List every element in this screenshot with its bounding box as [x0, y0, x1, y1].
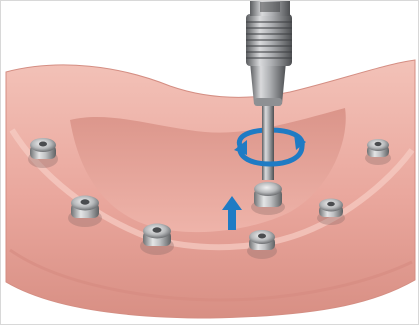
abutment-icon: [247, 230, 277, 259]
abutment-icon: [68, 196, 102, 228]
abutment-icon: [140, 224, 174, 256]
denture-base: [0, 58, 419, 325]
abutment-icon: [317, 199, 345, 226]
abutment-icon: [251, 182, 285, 215]
abutment-icon: [365, 139, 391, 165]
abutment-icon: [28, 138, 58, 168]
